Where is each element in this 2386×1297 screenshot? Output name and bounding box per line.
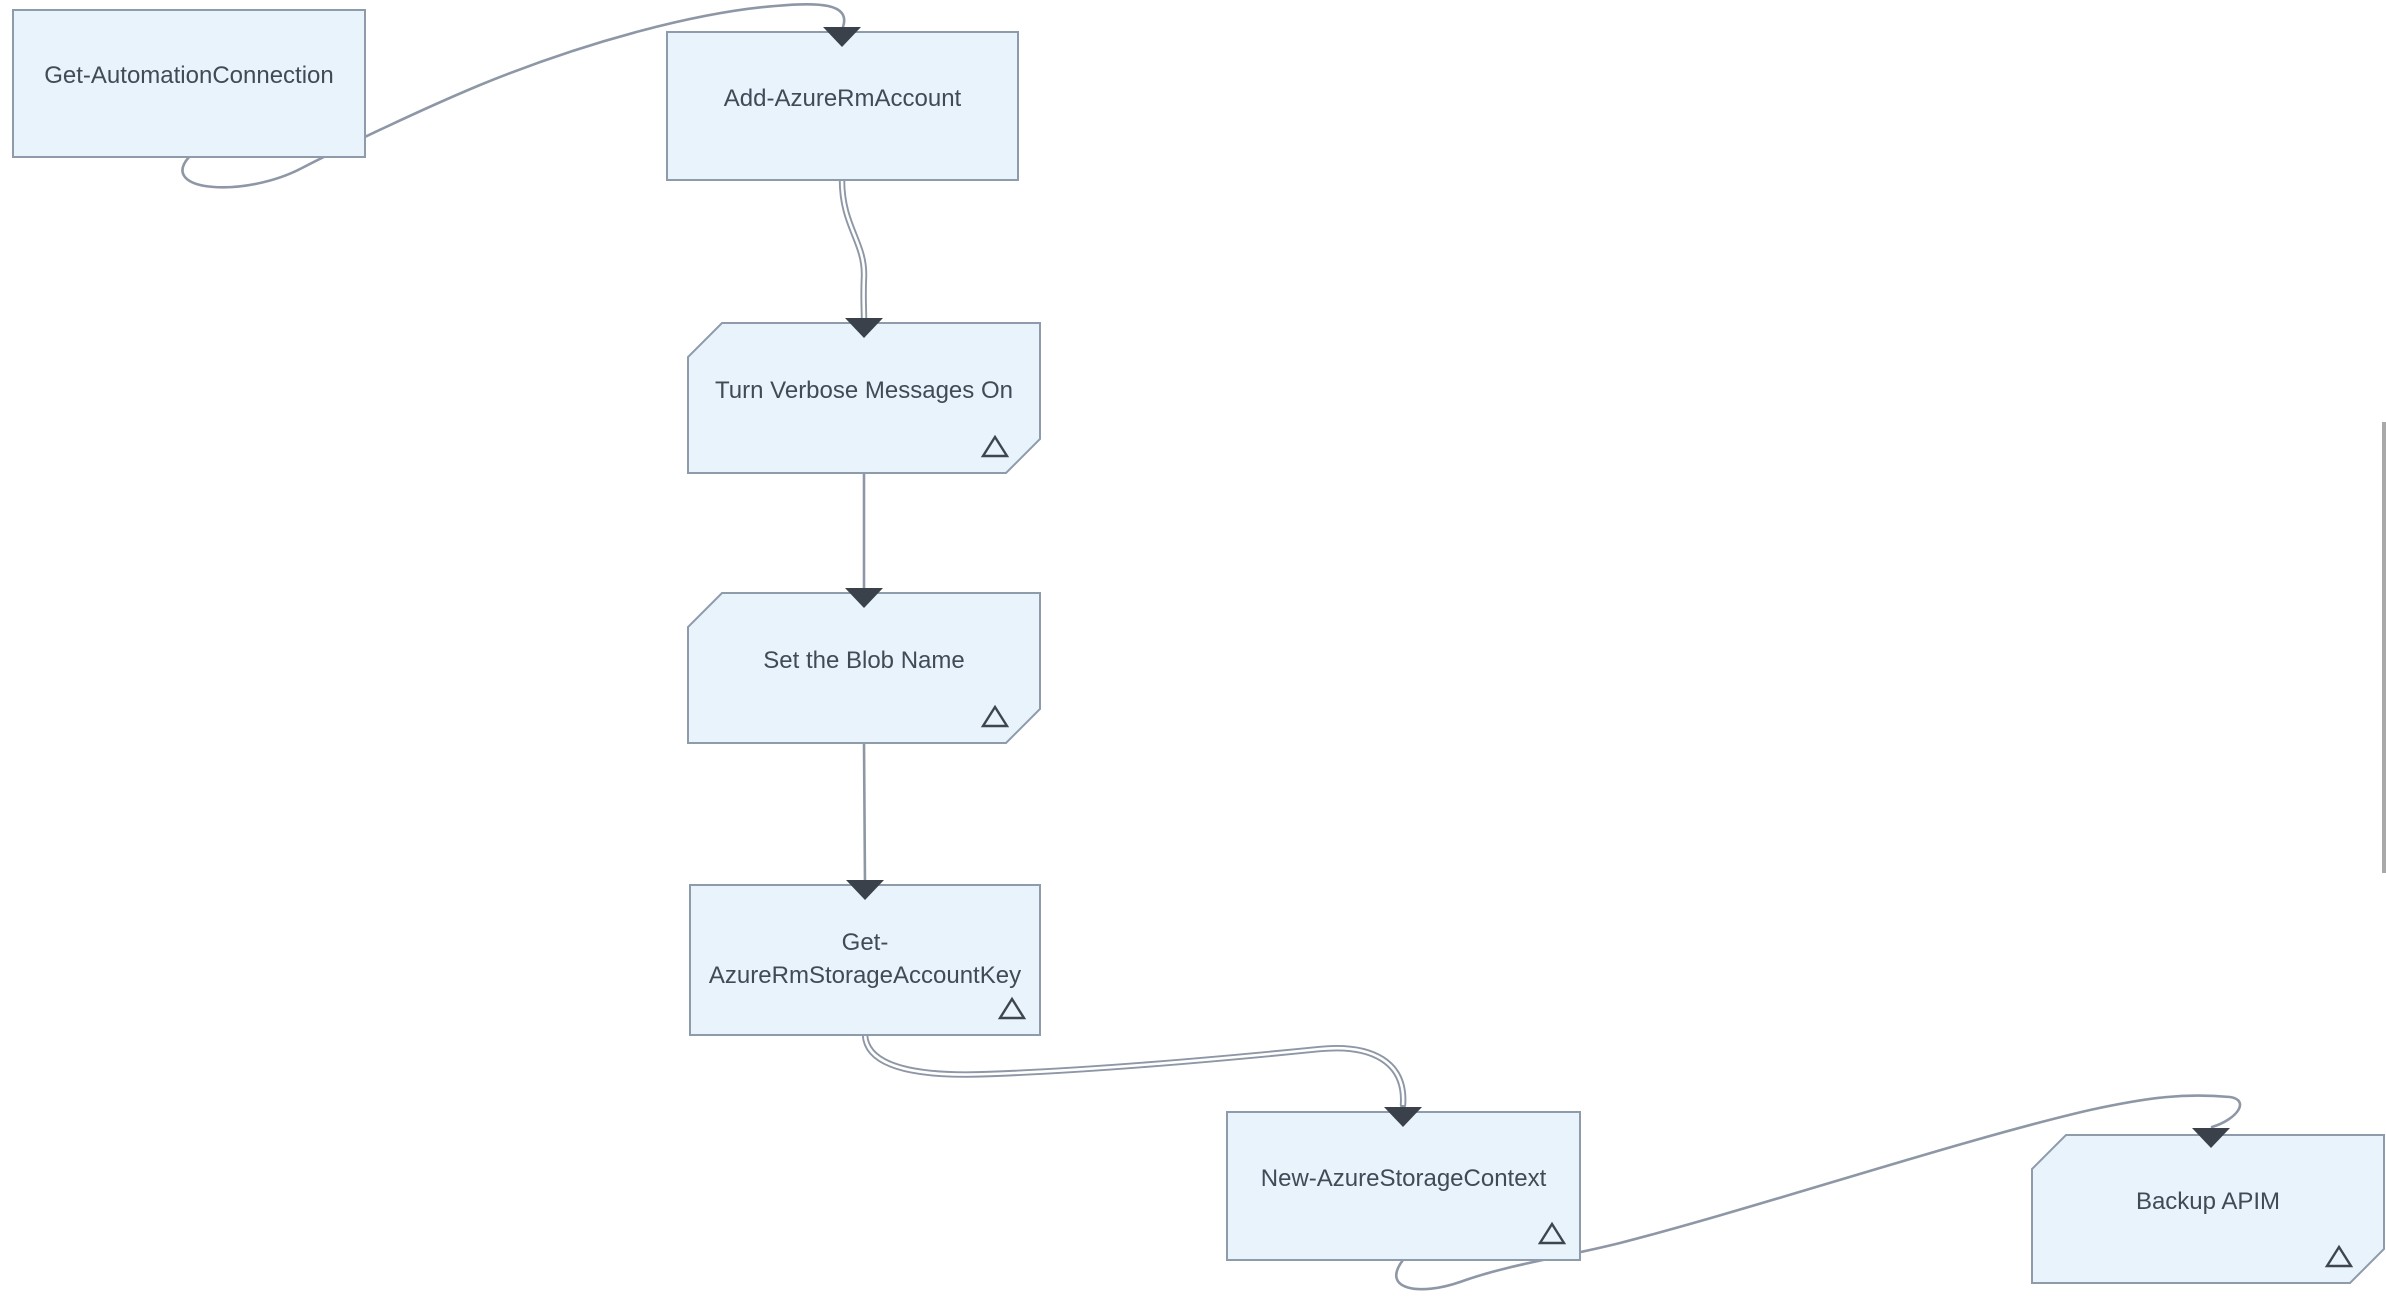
link-get-azurermstorageaccountkey-to-new-azurestoragecontext[interactable] <box>861 1031 1407 1109</box>
checkpoint-triangle-icon <box>997 996 1027 1020</box>
link-new-azurestoragecontext-to-backup-apim[interactable] <box>1395 1094 2242 1291</box>
activity-node-get-azurermstorageaccountkey[interactable] <box>689 884 1041 1036</box>
link-gap <box>863 1034 1405 1106</box>
link-arrowhead-icon <box>846 880 884 900</box>
link-set-the-blob-name-to-get-azurermstorageaccountkey[interactable] <box>862 741 867 886</box>
activity-node-get-automation-connection[interactable] <box>12 9 366 158</box>
link-arrowhead-icon <box>845 588 883 608</box>
link-arrowhead-icon <box>1384 1107 1422 1127</box>
activity-node-new-azurestoragecontext[interactable] <box>1226 1111 1581 1261</box>
checkpoint-triangle-icon <box>2324 1244 2354 1268</box>
activity-node-set-the-blob-name[interactable] <box>687 592 1041 744</box>
checkpoint-triangle-icon <box>980 434 1010 458</box>
activity-node-add-azurermaccount[interactable] <box>666 31 1019 181</box>
scrollbar-thumb[interactable] <box>2382 422 2386 873</box>
link-arrowhead-icon <box>845 318 883 338</box>
activity-node-turn-verbose-messages-on[interactable] <box>687 322 1041 474</box>
checkpoint-triangle-icon <box>1537 1221 1567 1245</box>
activity-node-backup-apim[interactable] <box>2031 1134 2385 1284</box>
link-arrowhead-icon <box>2192 1128 2230 1148</box>
link-gap <box>840 179 866 320</box>
link-get-automation-connection-to-add-azurermaccount[interactable] <box>181 2 846 189</box>
checkpoint-triangle-icon <box>980 704 1010 728</box>
link-arrowhead-icon <box>823 27 861 47</box>
